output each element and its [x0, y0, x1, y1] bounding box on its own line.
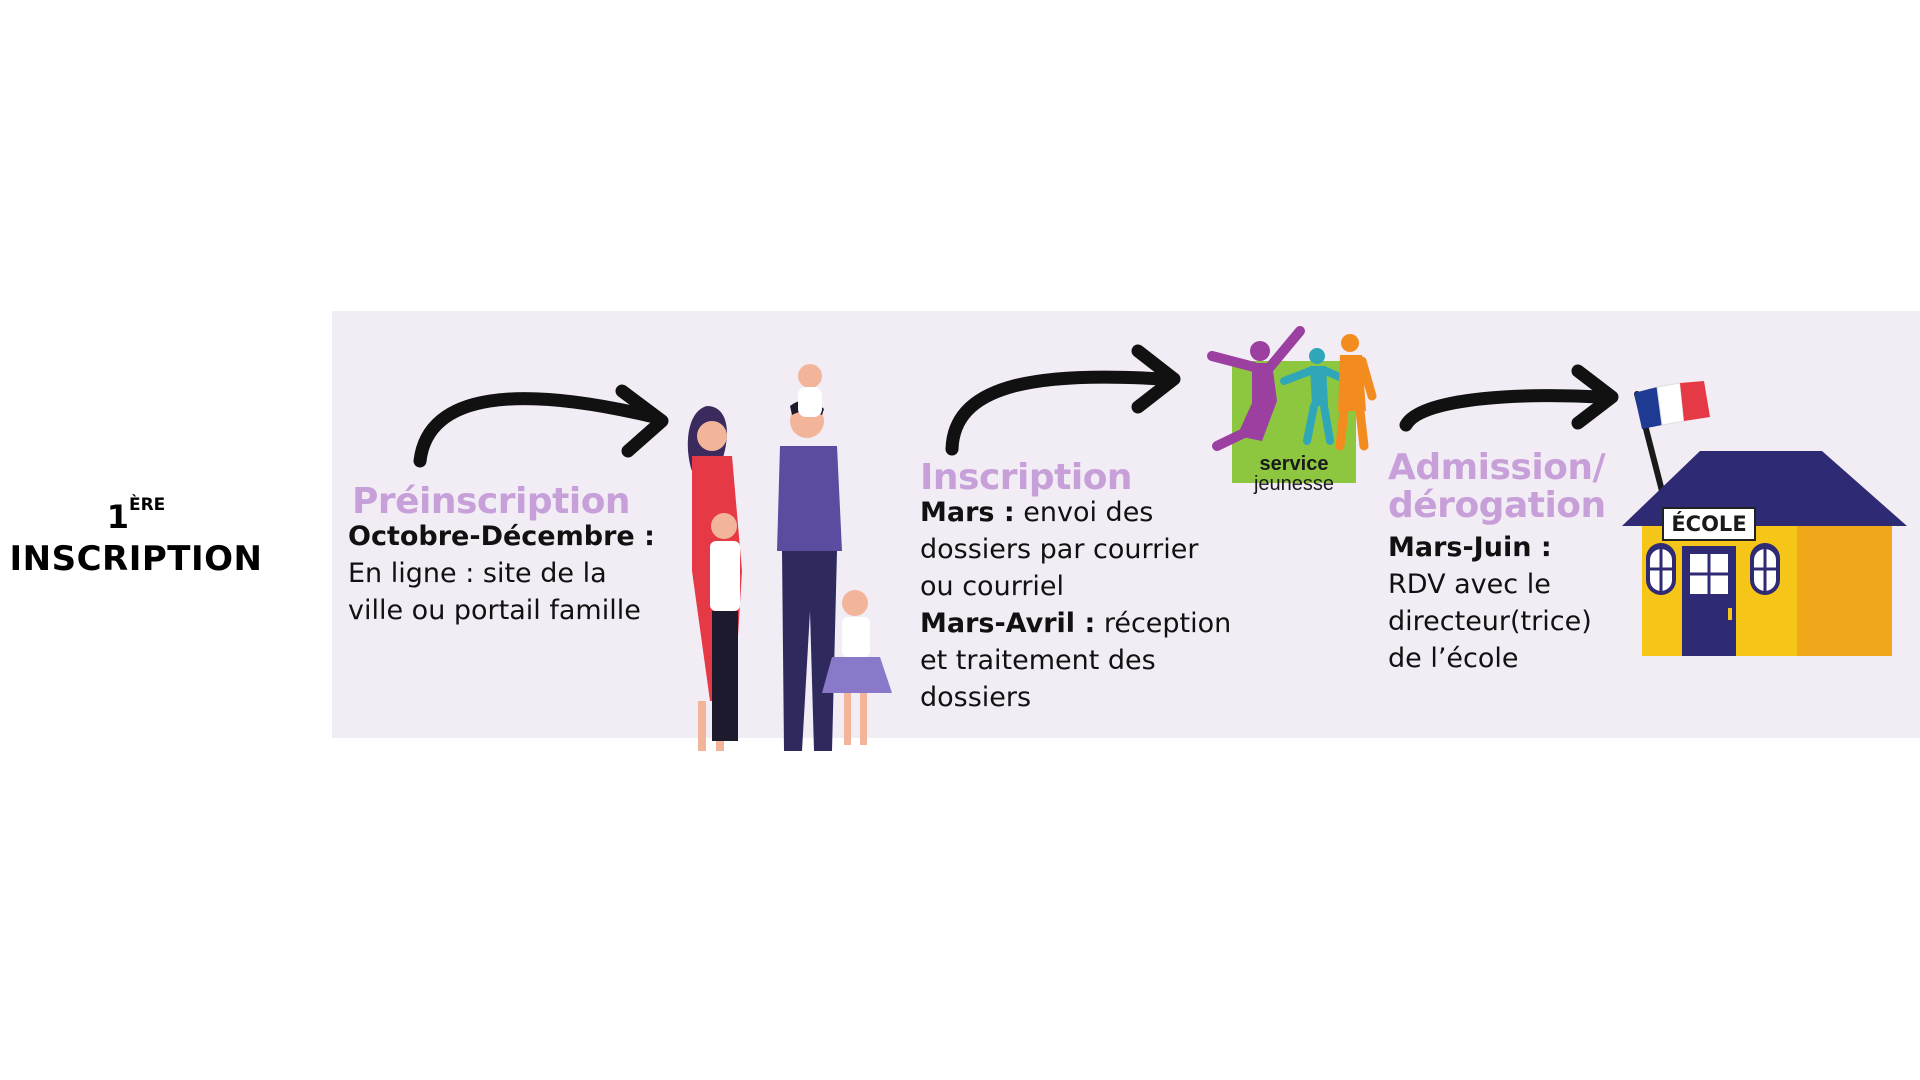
step-body-inscription: Mars : envoi des dossiers par courrier o…	[920, 497, 1232, 713]
step-body-admission: Mars-Juin : RDV avec le directeur(trice)…	[1388, 532, 1592, 674]
school-sign: ÉCOLE	[1662, 507, 1756, 541]
step-title-admission: Admission/ dérogation	[1388, 447, 1606, 526]
ordinal: 1ÈRE	[106, 495, 166, 536]
step-title-preinscription: Préinscription	[352, 481, 631, 522]
step-title-inscription: Inscription	[920, 457, 1133, 498]
school-illustration	[1622, 381, 1907, 656]
arrow-icon	[945, 344, 1181, 456]
step-body-preinscription: Octobre-Décembre : En ligne : site de la…	[348, 521, 655, 626]
process-panel: Préinscription Octobre-Décembre : En lig…	[332, 311, 1920, 751]
arrow-icon	[1399, 364, 1619, 432]
family-illustration	[687, 364, 892, 751]
service-jeunesse-figures	[1207, 326, 1377, 451]
section-title-main: INSCRIPTION	[9, 539, 263, 580]
french-flag-icon	[1634, 381, 1710, 429]
service-jeunesse-label: service jeunesse	[1253, 453, 1335, 495]
arrow-icon	[413, 384, 669, 468]
section-title: 1ÈRE INSCRIPTION	[0, 495, 272, 580]
